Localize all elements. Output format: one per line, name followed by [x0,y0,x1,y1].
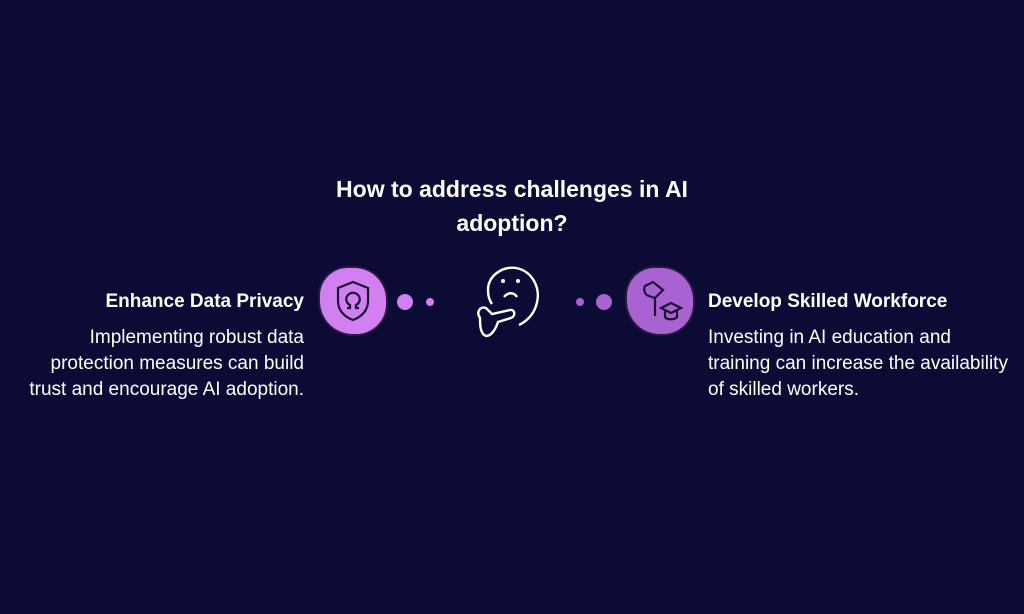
connector-dot [397,294,413,310]
option-description: Investing in AI education and training c… [708,327,1008,400]
connector-dot [576,298,584,306]
option-heading: Develop Skilled Workforce [708,291,948,312]
option-enhance-data-privacy: Enhance Data Privacy Implementing robust… [20,289,304,403]
option-develop-skilled-workforce: Develop Skilled Workforce Investing in A… [708,289,1008,403]
option-description: Implementing robust data protection meas… [29,327,304,400]
thinking-face-icon [466,262,546,344]
connector-dot [596,294,612,310]
flag-graduation-cap-icon [627,268,693,334]
option-heading: Enhance Data Privacy [105,291,304,312]
shield-omega-icon [320,268,386,334]
diagram-title: How to address challenges in AI adoption… [336,176,688,236]
connector-dot [426,298,434,306]
